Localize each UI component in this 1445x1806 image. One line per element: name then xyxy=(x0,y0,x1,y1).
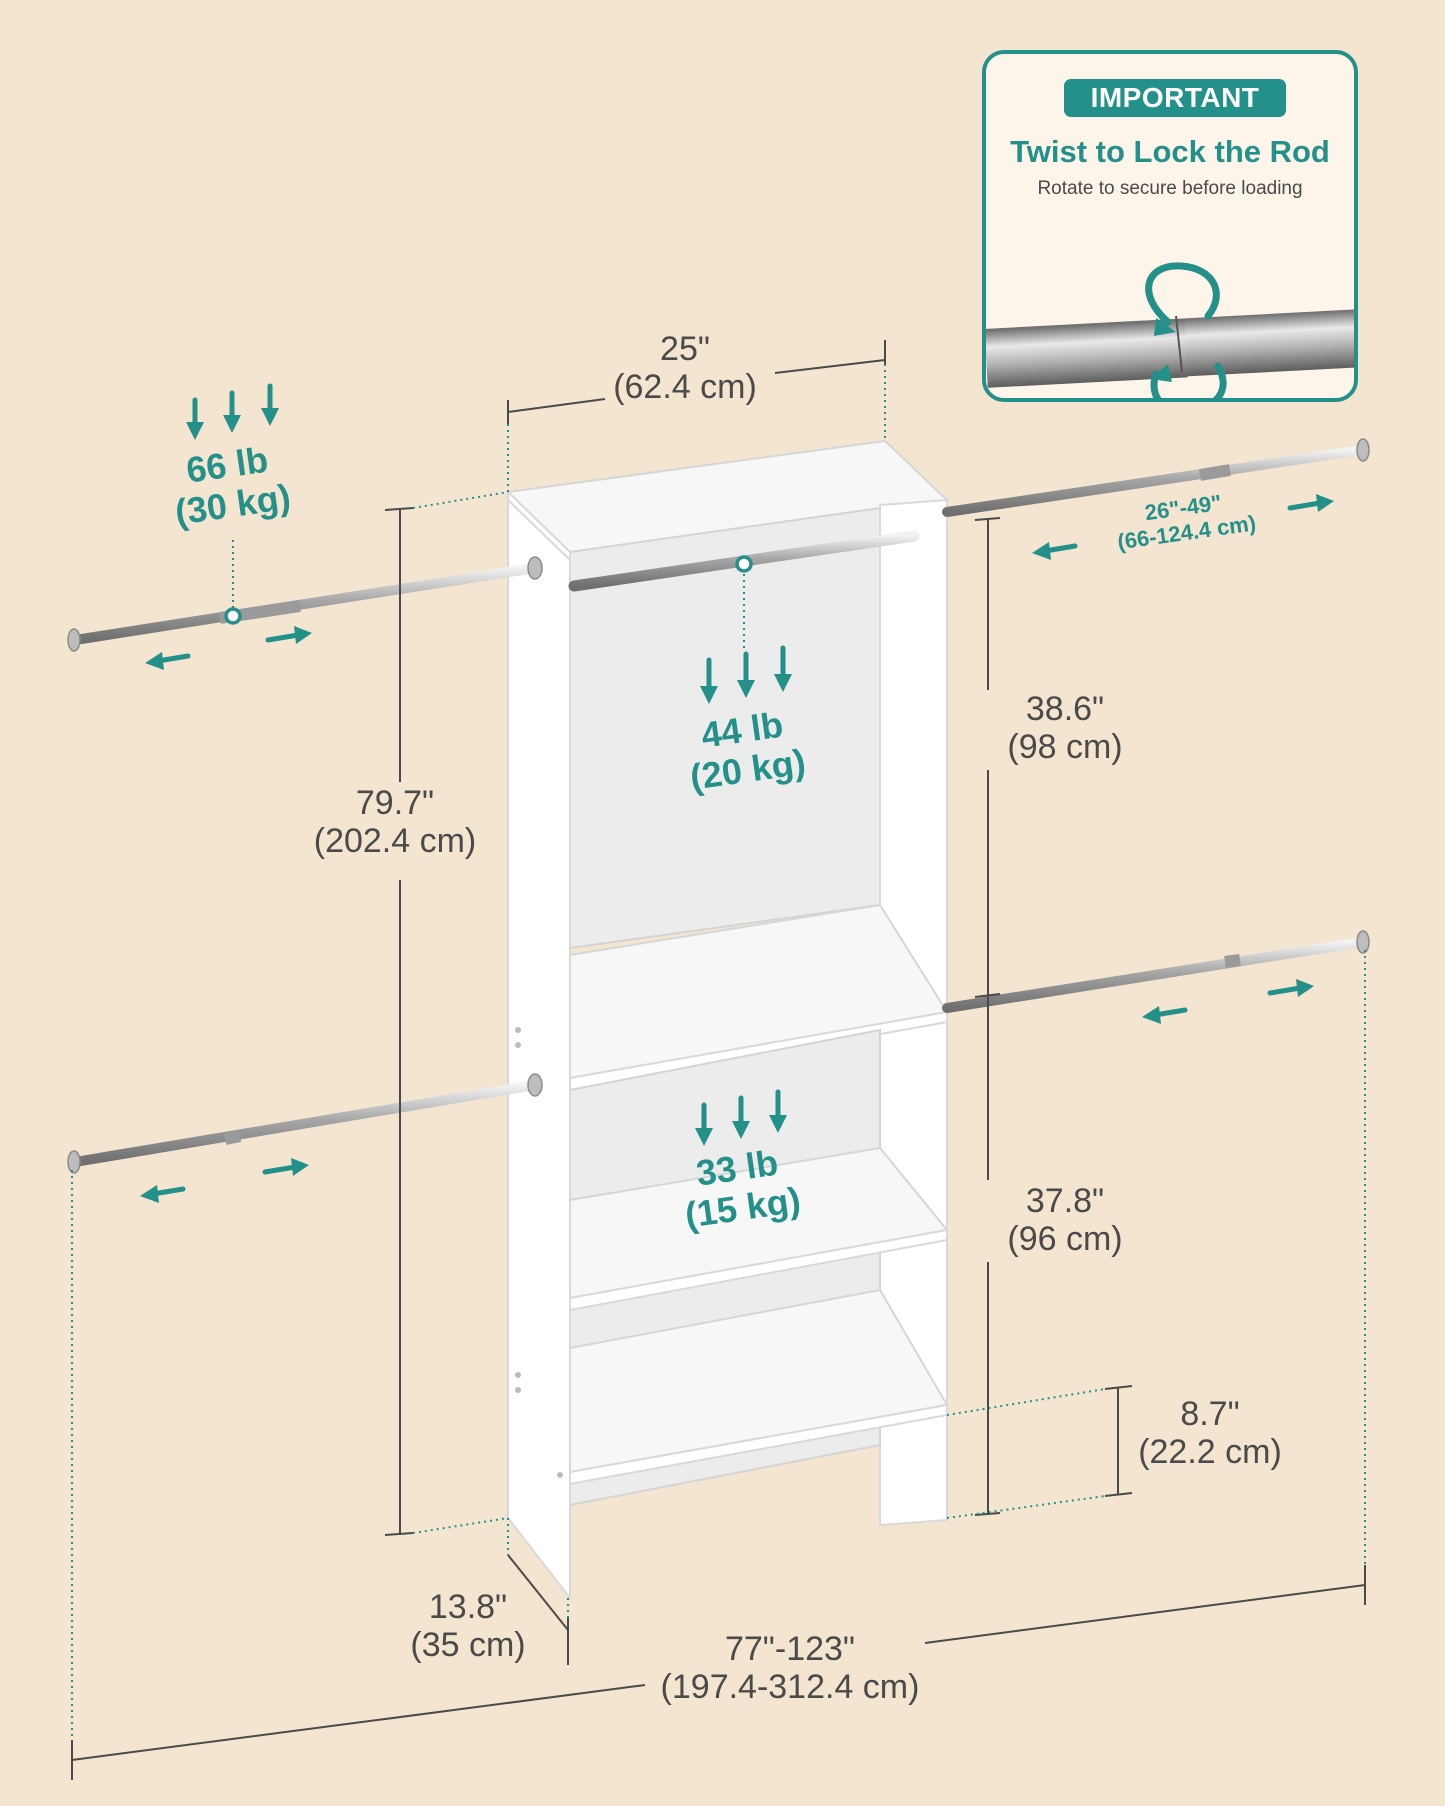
down-arrow-icon xyxy=(186,397,204,440)
dim-depth: 13.8" (35 cm) xyxy=(393,1588,543,1664)
dim-total-height-cm: (202.4 cm) xyxy=(313,822,477,861)
dimension-lines xyxy=(71,340,1366,1780)
dim-bottom-gap-cm: (22.2 cm) xyxy=(1138,1433,1282,1472)
dim-total-width: 77"-123" (197.4-312.4 cm) xyxy=(640,1630,940,1706)
dim-upper-height-cm: (98 cm) xyxy=(1007,728,1123,767)
down-arrow-icon xyxy=(695,1102,713,1146)
load-indicators xyxy=(186,383,792,1146)
right-panel-lower xyxy=(879,1012,948,1527)
down-arrow-icon xyxy=(223,390,241,433)
right-lower-rod xyxy=(942,930,1370,1013)
down-arrow-icon xyxy=(732,1095,750,1139)
down-arrow-icon xyxy=(774,645,792,692)
dim-lower-height: 37.8" (96 cm) xyxy=(985,1182,1145,1258)
arrow-left-icon xyxy=(1142,1006,1188,1024)
dim-lower-height-in: 37.8" xyxy=(1025,1182,1105,1220)
dim-bottom-gap: 8.7" (22.2 cm) xyxy=(1125,1395,1295,1471)
dim-total-height-in: 79.7" xyxy=(355,784,435,822)
arrow-left-icon xyxy=(1032,542,1078,560)
dim-lower-height-cm: (96 cm) xyxy=(1007,1220,1123,1259)
dim-top-width-cm: (62.4 cm) xyxy=(613,368,757,407)
dim-total-width-cm: (197.4-312.4 cm) xyxy=(660,1668,920,1707)
load-point xyxy=(224,607,242,625)
callout-subtitle: Rotate to secure before loading xyxy=(1037,178,1303,199)
dim-depth-in: 13.8" xyxy=(428,1588,508,1626)
dim-bottom-gap-in: 8.7" xyxy=(1180,1395,1240,1433)
dim-top-width-in: 25" xyxy=(660,330,710,368)
dim-upper-height: 38.6" (98 cm) xyxy=(985,690,1145,766)
load-point xyxy=(735,555,753,573)
right-upper-rod xyxy=(942,438,1370,517)
dim-top-width: 25" (62.4 cm) xyxy=(590,330,780,406)
arrow-right-icon xyxy=(1267,979,1314,997)
left-panel-top-edge xyxy=(507,489,571,563)
closet-tower xyxy=(505,439,950,1601)
arrow-left-icon xyxy=(140,1185,186,1203)
dim-total-height: 79.7" (202.4 cm) xyxy=(295,784,495,860)
extend-arrows xyxy=(140,494,1334,1203)
down-arrow-icon xyxy=(737,651,755,698)
arrow-right-icon xyxy=(262,1158,309,1176)
important-badge: IMPORTANT xyxy=(1064,79,1286,117)
dim-upper-height-in: 38.6" xyxy=(1025,690,1105,728)
down-arrow-icon xyxy=(700,657,718,704)
important-callout: IMPORTANT Twist to Lock the Rod Rotate t… xyxy=(982,50,1358,402)
down-arrow-icon xyxy=(769,1089,787,1133)
callout-title: Twist to Lock the Rod xyxy=(1010,134,1330,169)
dim-total-width-in: 77"-123" xyxy=(724,1630,855,1668)
arrow-right-icon xyxy=(265,626,312,644)
dim-depth-cm: (35 cm) xyxy=(410,1626,526,1665)
rotate-lock-icon xyxy=(986,262,1354,398)
arrow-left-icon xyxy=(145,652,191,670)
left-lower-rod xyxy=(67,1073,543,1174)
arrow-right-icon xyxy=(1287,494,1334,512)
down-arrow-icon xyxy=(261,383,279,426)
